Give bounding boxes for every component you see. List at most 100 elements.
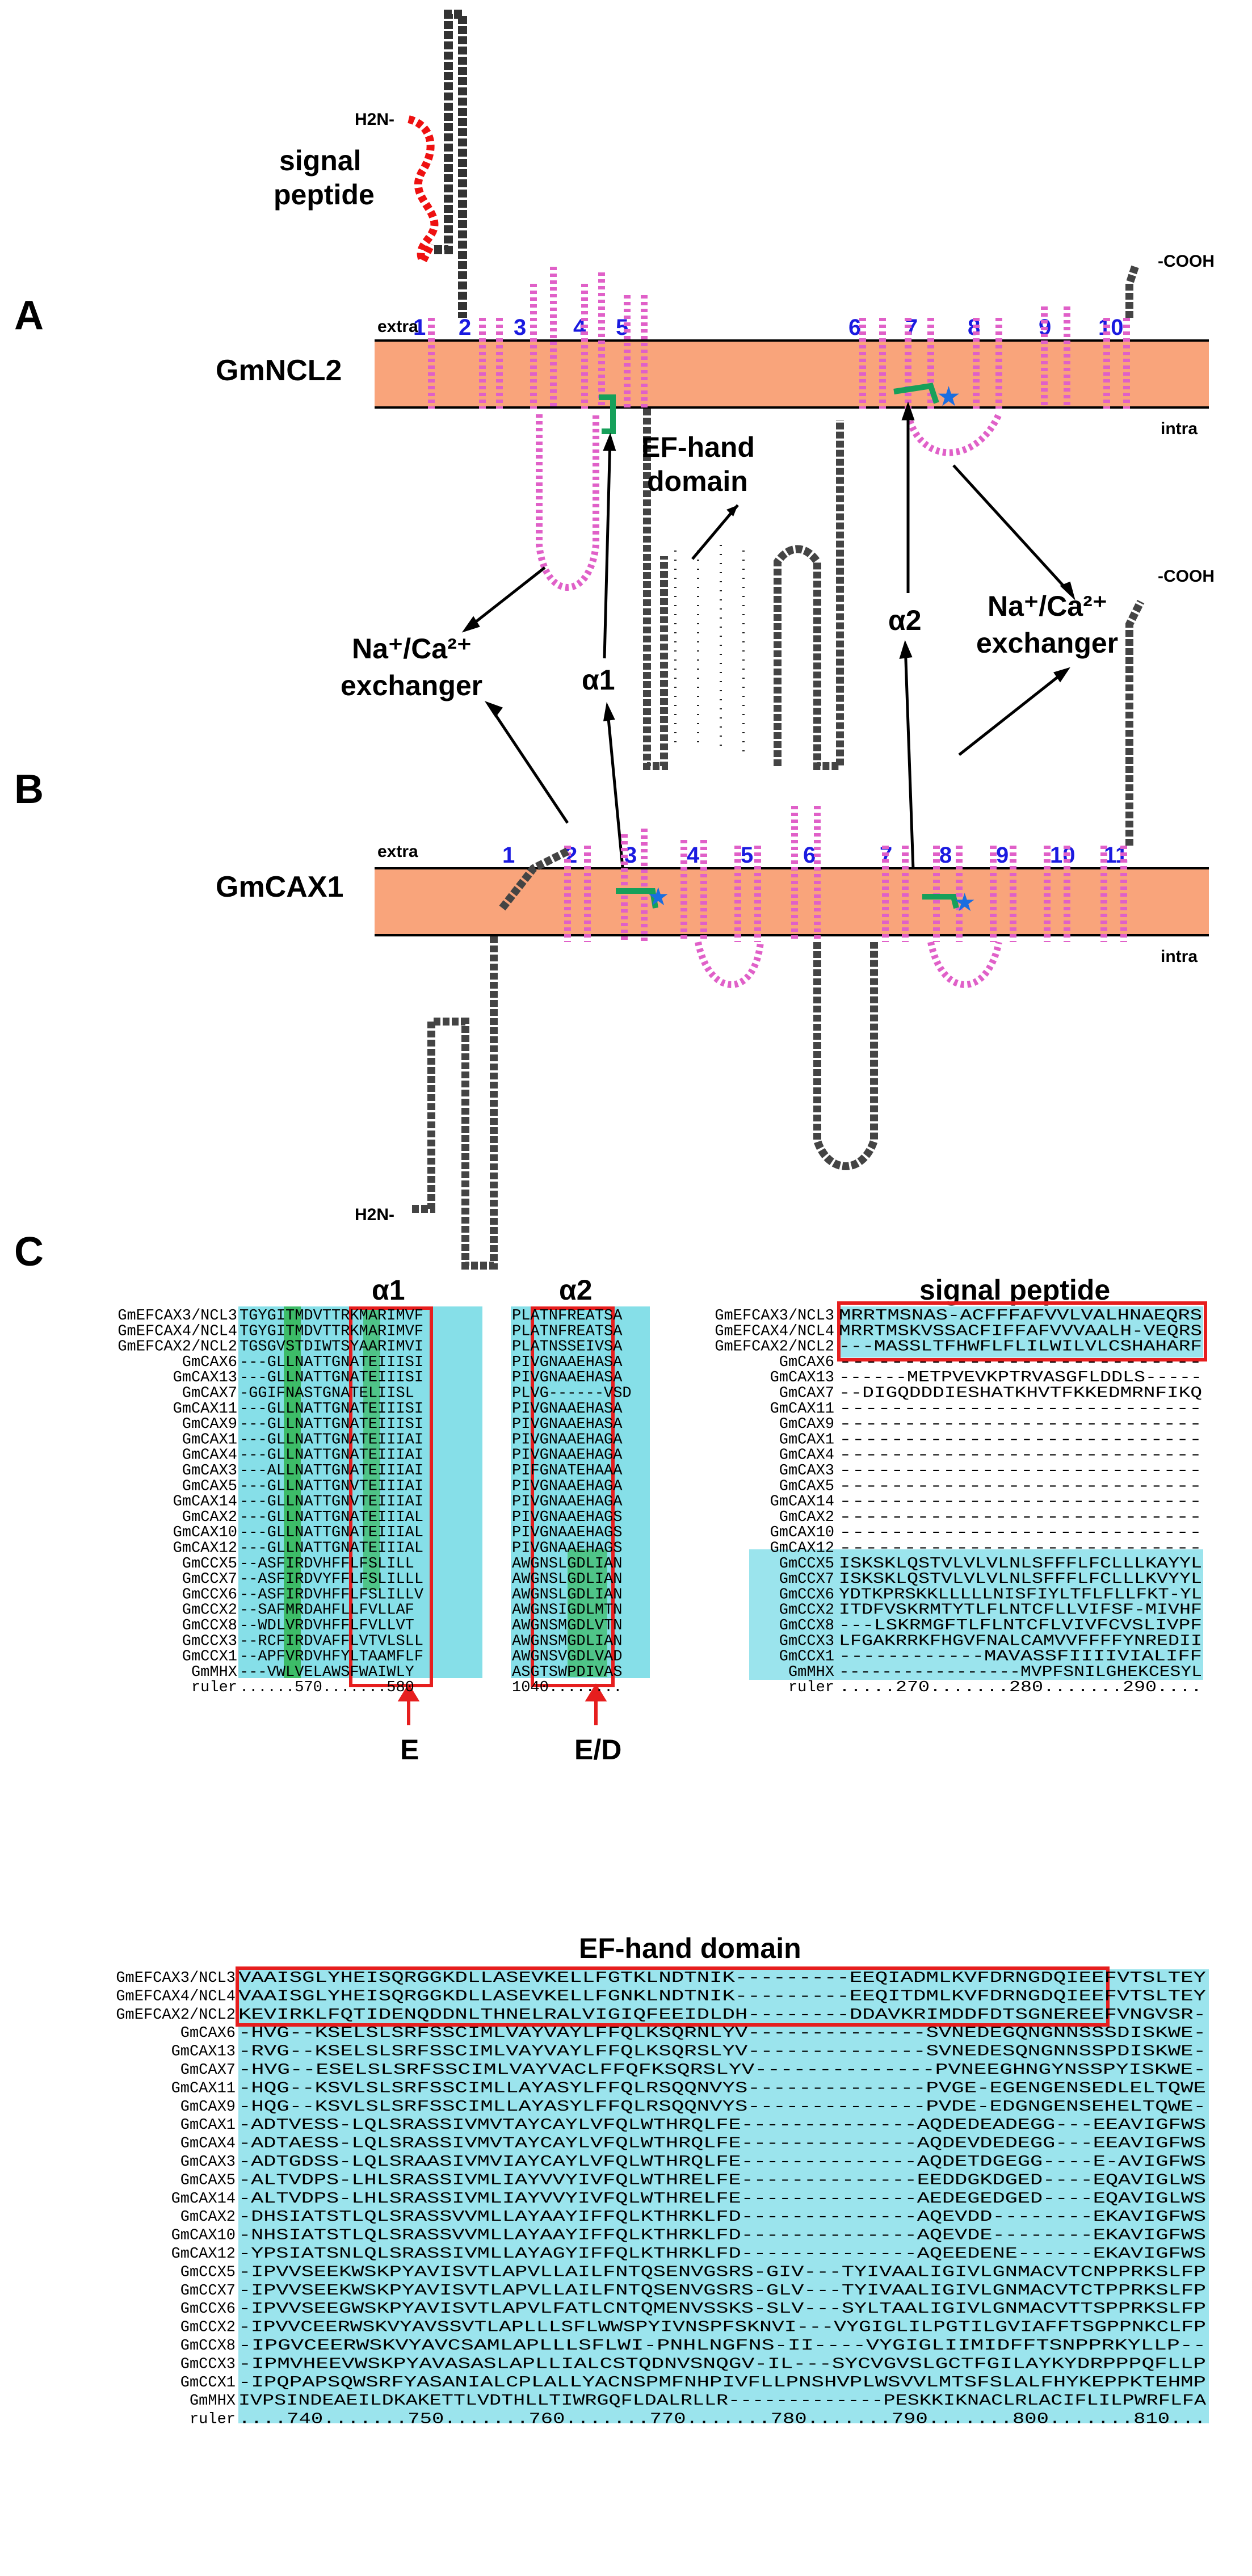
alpha-row-name: GmCCX2 [182, 1602, 237, 1619]
signal-row-name: GmCAX5 [779, 1478, 834, 1495]
ef-row-name: GmCCX2 [180, 2319, 236, 2337]
signal-row-name: GmCAX10 [770, 1524, 834, 1541]
signal-row-seq: ---MASSLTFHWFLFLILWILVLCSHAHARF [839, 1339, 1202, 1356]
ef-row-seq: -IPVVSEEGWSKPYAVISVTLAPVLFATLCNTQMENVSSK… [238, 2301, 1206, 2318]
signal-row-name: GmCAX4 [779, 1447, 834, 1464]
svg-text:1: 1 [413, 315, 426, 340]
alpha2-row-seq: PLVG------VSD [512, 1385, 632, 1402]
signal-row-name: GmEFCAX2/NCL2 [715, 1339, 834, 1356]
alpha2-row-seq: AWGNSMGDLVTN [512, 1617, 622, 1634]
alpha1-row-seq: ......570.......580 [240, 1679, 414, 1696]
alpha1-green-column [284, 1306, 301, 1678]
ef-hand-arrowhead [726, 505, 738, 516]
mark-e: E [400, 1734, 419, 1766]
ef-row-seq: -RVG--KSELSLSRFSSCIMLVAYVAYLFFQLKSQRSLYV… [238, 2044, 1206, 2061]
alpha1-green-column2 [363, 1306, 380, 1590]
ef-row-name: GmCAX6 [180, 2025, 236, 2042]
ef-row-name: GmCCX5 [180, 2264, 236, 2281]
side-extra-b: extra [377, 842, 418, 861]
alpha-row-name: GmCCX7 [182, 1571, 237, 1588]
signal-row-seq: YDTKPRSKKLLLLLNISFIYLTFLFLLFKT-YL [839, 1586, 1202, 1603]
alpha1-shade [238, 1306, 482, 1678]
tm-helices-b [564, 806, 1127, 988]
tm-numbers-a: 1 2 3 4 5 6 7 8 9 10 [413, 315, 1124, 340]
ef-row-name: GmCCX8 [180, 2338, 236, 2355]
alpha1-title: α1 [372, 1274, 405, 1306]
signal-row-seq: .....270.......280.......290.... [839, 1679, 1202, 1696]
signal-row-name: GmCCX1 [779, 1649, 834, 1666]
signal-row-name: GmCAX13 [770, 1369, 834, 1386]
alpha1-box [349, 1306, 433, 1687]
signal-row-seq: ---------------------------- [839, 1524, 1202, 1541]
ef-row-seq: -IPVVSEEKWSKPYAVISVTLAPVLLAILFNTQSENVGSR… [238, 2283, 1206, 2300]
signal-row-name: GmCAX3 [779, 1463, 834, 1480]
signal-row-name: GmMHX [788, 1664, 834, 1681]
alpha-row-name: GmEFCAX4/NCL4 [117, 1323, 237, 1340]
alpha1-row-seq: ---GLLNATTGNVTEIIIAI [240, 1478, 423, 1495]
signal-row-name: GmEFCAX3/NCL3 [715, 1308, 834, 1325]
ef-row-name: GmCAX13 [171, 2044, 236, 2061]
signal-row-seq: ---LSKRMGFTLFLNTCFLVIVFCVSLIVPF [839, 1617, 1202, 1634]
alpha1-row-seq: ---GLLNATTGNATEIIIAL [240, 1524, 423, 1541]
ef-row-seq: VAAISGLYHEISQRGGKDLLASEVKELLFGTKLNDTNIK-… [238, 1970, 1206, 1987]
signal-row-seq: -----------------MVPFSNILGHEKCESYL [839, 1664, 1202, 1681]
alpha1-row-seq: ---VWLVELAWSFWAIWLY [240, 1664, 414, 1681]
ef-hand-residues [674, 545, 745, 755]
alpha1-row-seq: ---GLLNATTGNATEIIISI [240, 1401, 423, 1418]
alpha1-row-seq: --ASFIRDVYFFLFSLILLL [240, 1571, 423, 1588]
signal-row-seq: ------METPVEVKPTRVASGFLDDLS----- [839, 1369, 1202, 1386]
signal-peptide-chain [407, 115, 439, 270]
signal-row-seq: ITDFVSKRMTYTLFLNTCFLLVIFSF-MIVHF [839, 1602, 1202, 1619]
alpha-row-name: GmEFCAX3/NCL3 [117, 1308, 237, 1325]
alpha2-row-seq: PIVGNAAEHAGA [512, 1431, 623, 1448]
ef-row-seq: -IPQPAPSQWSRFYASANIALCPLALLYACNSPMFNHPIV… [238, 2375, 1206, 2392]
alpha2-row-seq: AWGNSIGDLMTN [512, 1602, 622, 1619]
alpha1-row-seq: ---GLLNATTGNATEIIIAI [240, 1447, 423, 1464]
ef-row-name: GmEFCAX4/NCL4 [116, 1988, 236, 2005]
svg-text:1: 1 [502, 843, 515, 868]
ef-row-name: GmCCX7 [180, 2283, 236, 2300]
protein-name-b: GmCAX1 [216, 871, 343, 904]
signal-row-name: ruler [788, 1679, 834, 1696]
alpha1-row-seq: --ASFIRDVHFFLFSLILLV [240, 1586, 424, 1603]
signal-row-seq: ISKSKLQSTVLVLVLNLSFFFLFCLLLKVYYL [839, 1571, 1202, 1588]
ef-row-seq: -IPMVHEEVWSKPYAVASASLAPLLIALCSTQDNVSNQGV… [238, 2356, 1206, 2373]
signal-row-seq: ---------------------------- [839, 1431, 1202, 1448]
signal-row-name: GmCAX14 [770, 1494, 834, 1511]
alpha2-row-seq: PIFGNATEHAAA [512, 1463, 623, 1480]
extracellular-loop-a [434, 10, 467, 318]
cytoplasmic-chain-a1 [643, 409, 668, 770]
signal-row-seq: ---------------------------- [839, 1494, 1202, 1511]
c-term-b: -COOH [1158, 567, 1215, 586]
ef-row-seq: -DHSIATSTLQLSRASSVVMLLAYAAYIFFQLKTHRKLFD… [238, 2209, 1206, 2226]
c-term-chain-b [1125, 599, 1145, 846]
signal-row-seq: ---------------------------- [839, 1447, 1202, 1464]
signal-label-2: peptide [274, 179, 375, 211]
alpha-row-name: GmCAX10 [173, 1524, 237, 1541]
alpha2-row-seq: PIVGNAAEHASA [512, 1401, 623, 1418]
signal-shade-bottom [749, 1549, 1203, 1680]
signal-shade-top [840, 1306, 1203, 1358]
signal-row-seq: ---------------------------- [839, 1401, 1202, 1418]
alpha1-row-seq: ---GLLNATTGNATEIIISI [240, 1416, 423, 1433]
ef-row-seq: -ALTVDPS-LHLSRASSIVMLIAYVVYIVFQLWTHRELFE… [238, 2191, 1206, 2208]
alpha2-box [531, 1306, 615, 1687]
svg-text:9: 9 [996, 843, 1009, 868]
svg-text:10: 10 [1098, 315, 1124, 340]
ef-row-name: GmCAX5 [180, 2172, 236, 2189]
signal-row-name: GmCAX11 [770, 1401, 834, 1418]
ef-row-seq: -ADTVESS-LQLSRASSIVMVTAYCAYLVFQLWTHRQLFE… [238, 2117, 1206, 2134]
alpha2-row-seq: PIVGNAAEHAGA [512, 1478, 623, 1495]
tm1-chain-b [499, 847, 570, 911]
alpha-row-name: GmCCX3 [182, 1633, 237, 1650]
alpha1-row-seq: ---GLLNATTGNATEIIISI [240, 1354, 423, 1371]
alpha2-repeat-a [893, 383, 939, 404]
alpha1-row-seq: TGSGVSTDIWTSYAARIMVI [240, 1339, 423, 1356]
exchanger-left-2: exchanger [341, 670, 482, 701]
alpha1-row-seq: -GGIFNASTGNATELIISL [240, 1385, 414, 1402]
ef-row-name: GmCAX2 [180, 2209, 236, 2226]
protein-name-a: GmNCL2 [216, 354, 342, 387]
alpha2-row-seq: PIVGNAAEHAGS [512, 1540, 622, 1557]
